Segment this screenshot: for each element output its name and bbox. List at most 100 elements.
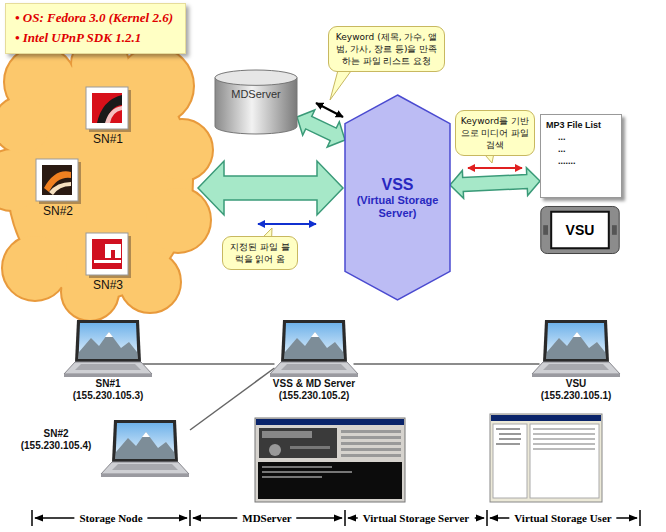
node-label: VSU <box>528 378 624 390</box>
text-group: SN#3 <box>82 278 134 292</box>
search-arrow <box>468 167 522 169</box>
tier-label: MDServer <box>237 511 296 525</box>
network-wire <box>190 368 274 430</box>
laptop-front <box>270 374 358 377</box>
user-screenshot <box>493 424 527 498</box>
server-screenshot <box>255 418 405 502</box>
icon-image <box>92 93 122 123</box>
laptop-screen <box>116 423 175 459</box>
tier-axis <box>31 510 33 526</box>
icon-swirl <box>97 95 122 123</box>
icon-mark <box>105 244 121 258</box>
network-wire <box>354 363 540 365</box>
screen-mountains <box>547 332 606 359</box>
text-group: Keyword (제목, 가수, 앨범, 가사, 장르 등)을 만족하는 파일 … <box>333 31 440 67</box>
laptop-base <box>64 362 152 374</box>
node-sublabel: (155.230.105.2) <box>262 390 366 402</box>
node-label: VSS <box>349 175 446 194</box>
server-screenshot <box>262 466 332 468</box>
node-label: SN#1 <box>58 378 158 390</box>
laptop-screen <box>285 323 344 359</box>
storage-cloud <box>146 188 210 252</box>
storage-cloud <box>3 236 67 300</box>
user-screenshot <box>533 428 595 430</box>
transfer-arrow <box>450 168 540 199</box>
icon-frame <box>86 233 128 275</box>
storage-node-icon: SN#3 <box>82 232 134 292</box>
server-screenshot <box>341 430 401 433</box>
storage-cloud <box>152 120 212 180</box>
screen-snow <box>311 332 319 337</box>
storage-cloud-edge <box>0 36 212 320</box>
icon-frame <box>86 87 128 129</box>
speech-callout: Keyword (제목, 가수, 앨범, 가사, 장르 등)을 만족하는 파일 … <box>328 26 445 72</box>
laptop-host: SN#2(155.230.105.4) <box>12 418 190 478</box>
tier-axis <box>344 510 346 526</box>
icon-highlight <box>105 106 122 123</box>
node-label: MDServer <box>219 88 293 101</box>
user-screenshot <box>533 448 595 450</box>
outline-shape <box>541 206 619 253</box>
laptop-host: SN#1(155.230.105.3) <box>58 318 158 402</box>
laptop-screen <box>547 323 606 359</box>
laptop-lid <box>112 420 178 462</box>
storage-cloud-edge <box>152 120 212 180</box>
tier-label: Virtual Storage Server <box>358 511 475 525</box>
outline-shape <box>215 70 297 85</box>
text-group: SN#2(155.230.105.4) <box>12 428 100 452</box>
user-screenshot <box>496 443 520 445</box>
node-sublabel: ... <box>546 131 616 143</box>
node-sublabel: • Intel UPnP SDK 1.2.1 <box>15 28 173 48</box>
user-screenshot <box>490 414 602 502</box>
screen-mountains <box>116 432 175 459</box>
node-sublabel: (155.230.105.4) <box>12 440 100 452</box>
icon-frame <box>36 159 78 201</box>
storage-cloud <box>0 97 50 153</box>
tier-axis <box>32 510 640 526</box>
laptop-picture <box>269 318 359 378</box>
node-sublabel: (Virtual Storage Server) <box>349 194 446 220</box>
user-screenshot <box>499 438 521 440</box>
server-screenshot <box>341 454 401 457</box>
file-list-box: MP3 File List............. <box>540 114 622 198</box>
storage-node-picture <box>35 158 81 204</box>
text-group: Keyword를 기반으로 미디어 파일 검색 <box>460 115 530 151</box>
text-group: MDServer <box>219 88 293 101</box>
node-label: Keyword를 기반으로 미디어 파일 검색 <box>460 115 530 151</box>
node-label: SN#1 <box>82 132 134 146</box>
server-screenshot <box>262 471 352 473</box>
storage-cloud-edge <box>146 188 210 252</box>
icon-mark <box>94 260 121 263</box>
text-group: VSU <box>566 222 595 238</box>
text-group: VSU(155.230.105.1) <box>528 378 624 402</box>
outline-shape <box>551 212 609 248</box>
server-screenshot <box>256 419 404 425</box>
text-group: SN#1 <box>82 132 134 146</box>
node-sublabel: (155.230.105.3) <box>58 390 158 402</box>
laptop-lid <box>75 320 141 362</box>
laptop-base <box>532 362 620 374</box>
text-group: VSS(Virtual Storage Server) <box>349 175 446 220</box>
server-screenshot <box>255 418 405 502</box>
storage-cloud <box>0 36 212 320</box>
outline-shape <box>215 78 297 134</box>
laptop-front <box>532 374 620 377</box>
node-label: Keyword (제목, 가수, 앨범, 가사, 장르 등)을 만족하는 파일 … <box>333 31 440 67</box>
tier-axis <box>639 510 641 526</box>
laptop-base <box>101 462 189 474</box>
screen-mountains <box>79 332 138 359</box>
node-sublabel: (155.230.105.1) <box>528 390 624 402</box>
user-screenshot <box>496 428 520 430</box>
user-screenshot <box>491 415 601 421</box>
laptop-base <box>270 362 358 374</box>
storage-node-picture <box>85 86 131 132</box>
laptop-front <box>64 374 152 377</box>
laptop-lid <box>543 320 609 362</box>
speech-callout: 지정된 파일 블럭을 읽어 옴 <box>222 236 298 270</box>
server-screenshot <box>290 446 330 449</box>
screen-snow <box>142 432 150 437</box>
outline-shape <box>612 225 617 235</box>
laptop-lid <box>281 320 347 362</box>
request-arrow <box>316 103 343 117</box>
